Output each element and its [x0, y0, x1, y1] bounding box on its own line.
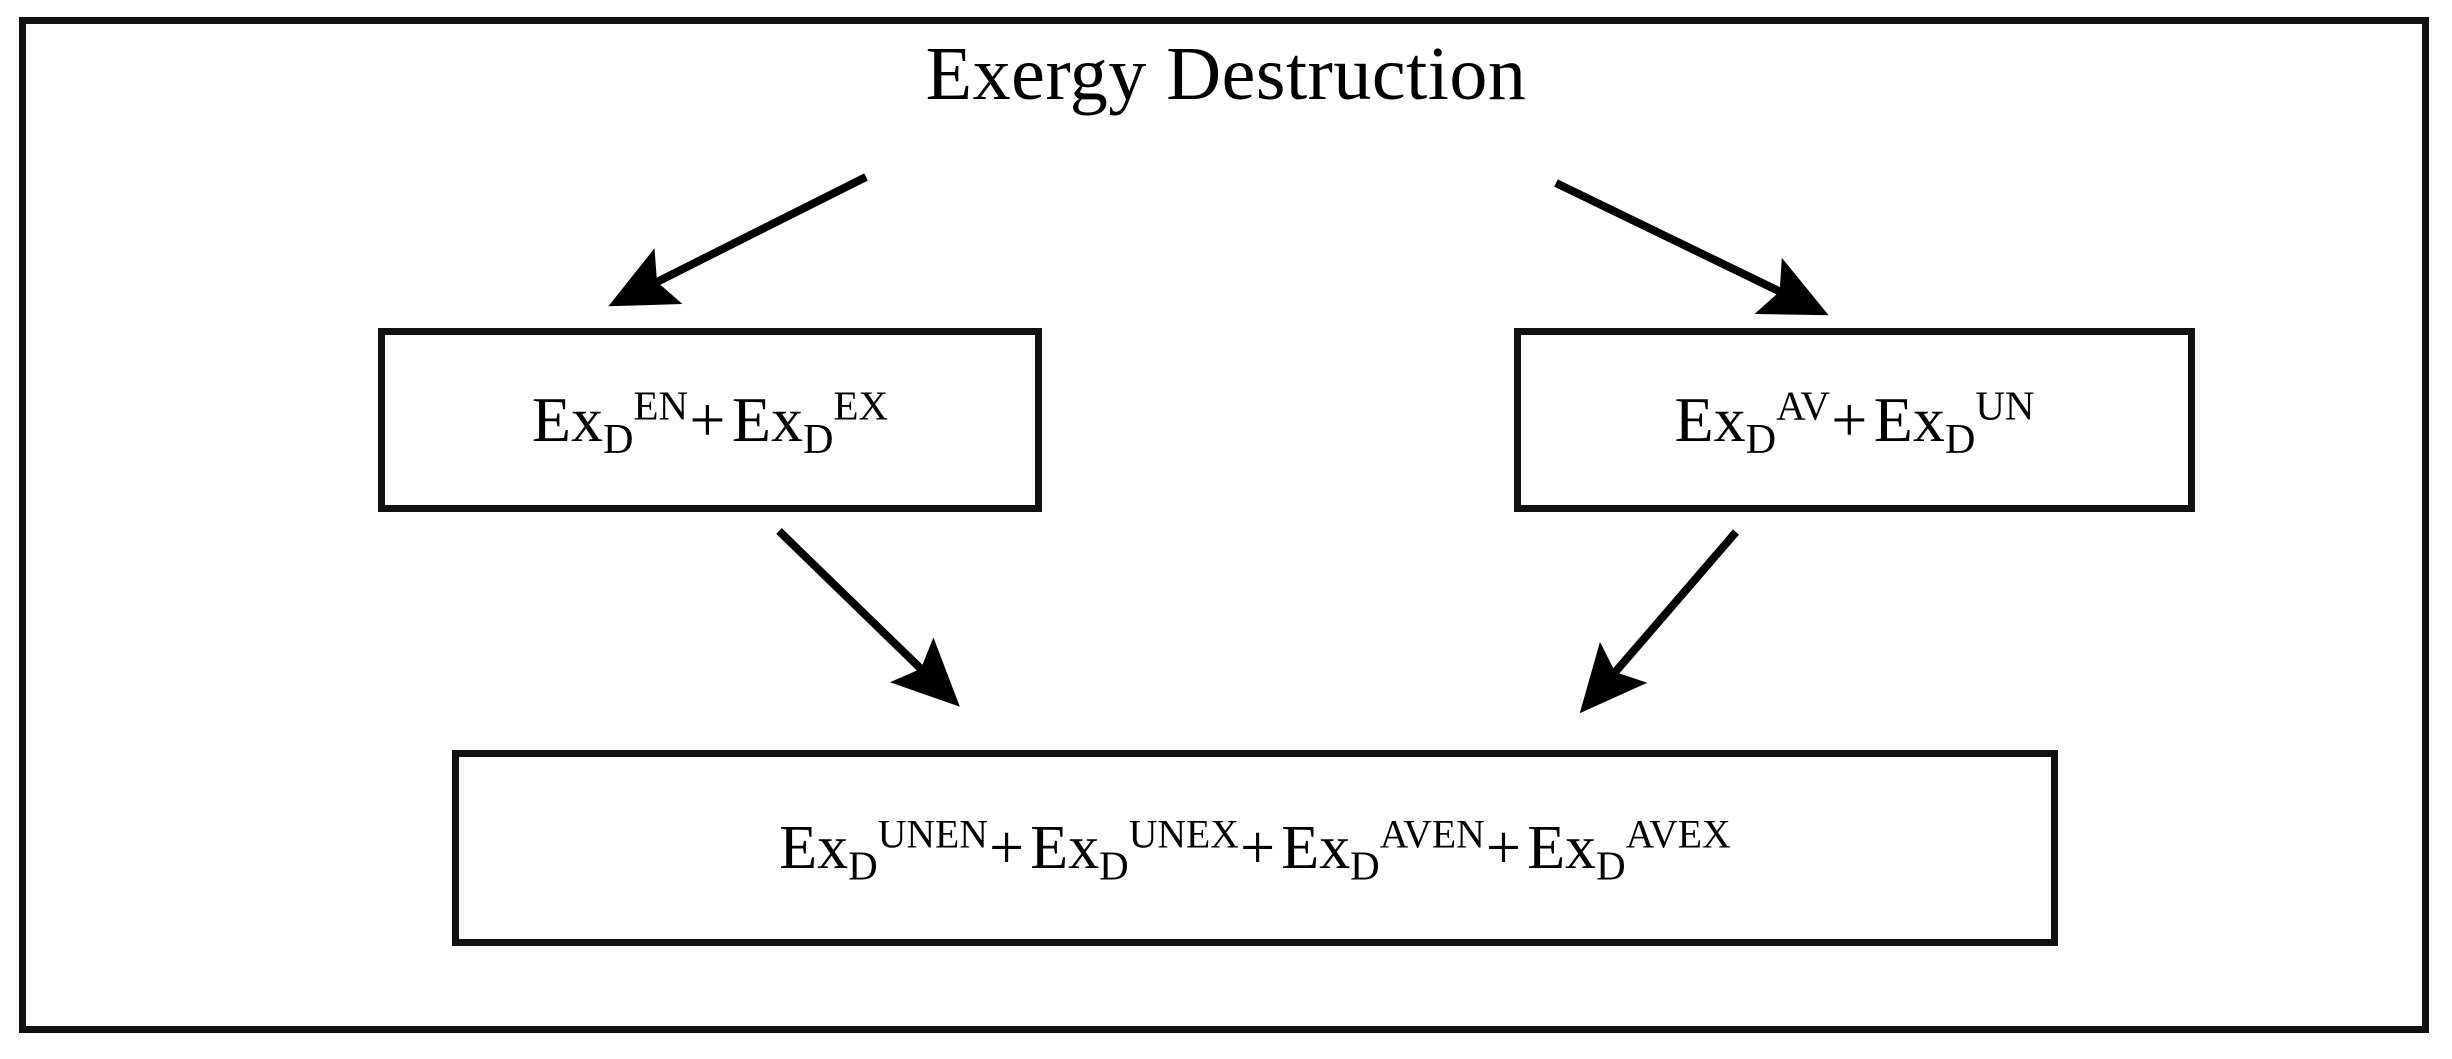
term-superscript: AVEX	[1625, 812, 1731, 857]
term-subscript: D	[1944, 415, 1976, 463]
term-superscript: UNEN	[877, 812, 988, 857]
page-title: Exergy Destruction	[925, 32, 1527, 116]
plus-operator: +	[1486, 814, 1521, 882]
term-subscript: D	[848, 843, 878, 889]
node-box-av-un: ExDAV+ExDUN	[1514, 328, 2195, 512]
term-superscript: UN	[1975, 382, 2035, 429]
term-base: Ex	[1674, 384, 1746, 455]
plus-operator: +	[689, 384, 726, 455]
term-superscript: EN	[633, 382, 689, 429]
term-base: Ex	[731, 384, 803, 455]
term-subscript: D	[1350, 843, 1380, 889]
term-subscript: D	[802, 415, 834, 463]
term-superscript: AV	[1776, 382, 1830, 429]
term-superscript: UNEX	[1128, 812, 1239, 857]
node-box-en-ex: ExDEN+ExDEX	[378, 328, 1042, 512]
term-base: Ex	[1527, 814, 1597, 882]
plus-operator: +	[1240, 814, 1276, 882]
formula-av-un: ExDAV+ExDUN	[1675, 385, 2035, 460]
node-box-combined: ExDUNEN+ExDUNEX+ExDAVEN+ExDAVEX	[452, 750, 2058, 946]
term-base: Ex	[1873, 384, 1945, 455]
term-base: Ex	[531, 384, 604, 455]
formula-en-ex: ExDEN+ExDEX	[532, 385, 888, 460]
term-base: Ex	[779, 814, 849, 882]
plus-operator: +	[1831, 384, 1868, 455]
term-subscript: D	[603, 415, 634, 463]
formula-combined: ExDUNEN+ExDUNEX+ExDAVEN+ExDAVEX	[779, 814, 1730, 887]
term-superscript: EX	[833, 382, 889, 429]
term-base: Ex	[1281, 814, 1351, 882]
term-superscript: AVEN	[1379, 812, 1485, 857]
term-base: Ex	[1030, 814, 1100, 882]
plus-operator: +	[989, 814, 1025, 882]
term-subscript: D	[1099, 843, 1129, 889]
term-subscript: D	[1596, 843, 1626, 889]
term-subscript: D	[1745, 415, 1777, 463]
